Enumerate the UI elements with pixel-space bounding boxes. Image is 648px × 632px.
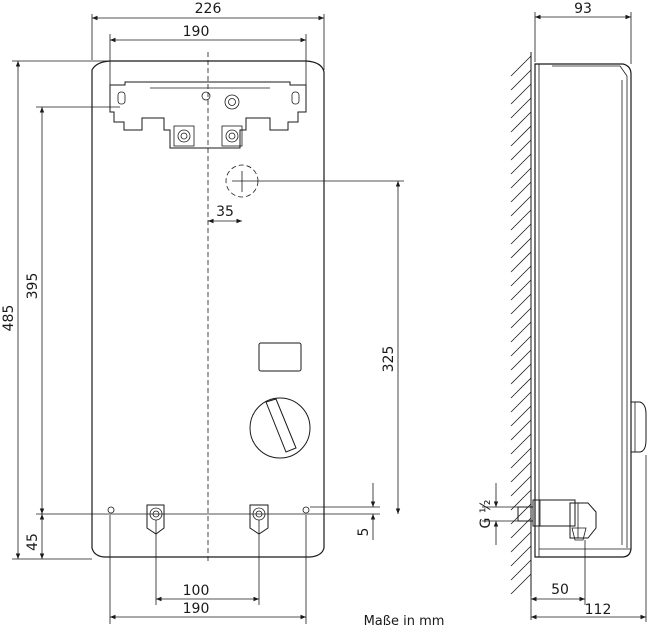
temperature-knob [249,397,311,459]
side-dimension-lines [493,14,646,620]
dim-height-inlet: 325 [381,346,397,373]
wall-hatching [510,52,532,596]
dim-side-depth-total: 112 [585,602,612,618]
dim-side-depth: 93 [574,1,592,17]
dim-bottom-45: 45 [25,533,41,551]
side-water-connection [517,499,597,541]
front-extension-lines [12,14,380,624]
side-extension-lines [482,12,647,622]
dim-thread: G ½ [478,500,494,529]
dim-bottom-5: 5 [356,528,372,537]
units-note: Maße in mm [364,614,445,629]
front-view: 226 190 35 485 395 45 325 5 100 190 [1,1,404,624]
mounting-bracket [109,81,307,149]
display-window [258,342,302,372]
dim-height-mount: 395 [25,273,41,300]
dim-front-width: 226 [195,1,222,17]
side-view: 93 50 112 G ½ [478,1,647,622]
dim-front-top-mount: 190 [183,24,210,40]
dim-height-total: 485 [1,305,17,332]
front-dimension-lines [15,15,401,620]
dim-front-bottom-mount: 190 [183,601,210,617]
side-knob [630,401,647,453]
dim-outlet-spacing: 100 [183,583,210,599]
side-body [534,63,632,558]
dim-offset-35: 35 [216,204,234,220]
dim-side-50: 50 [551,582,569,598]
